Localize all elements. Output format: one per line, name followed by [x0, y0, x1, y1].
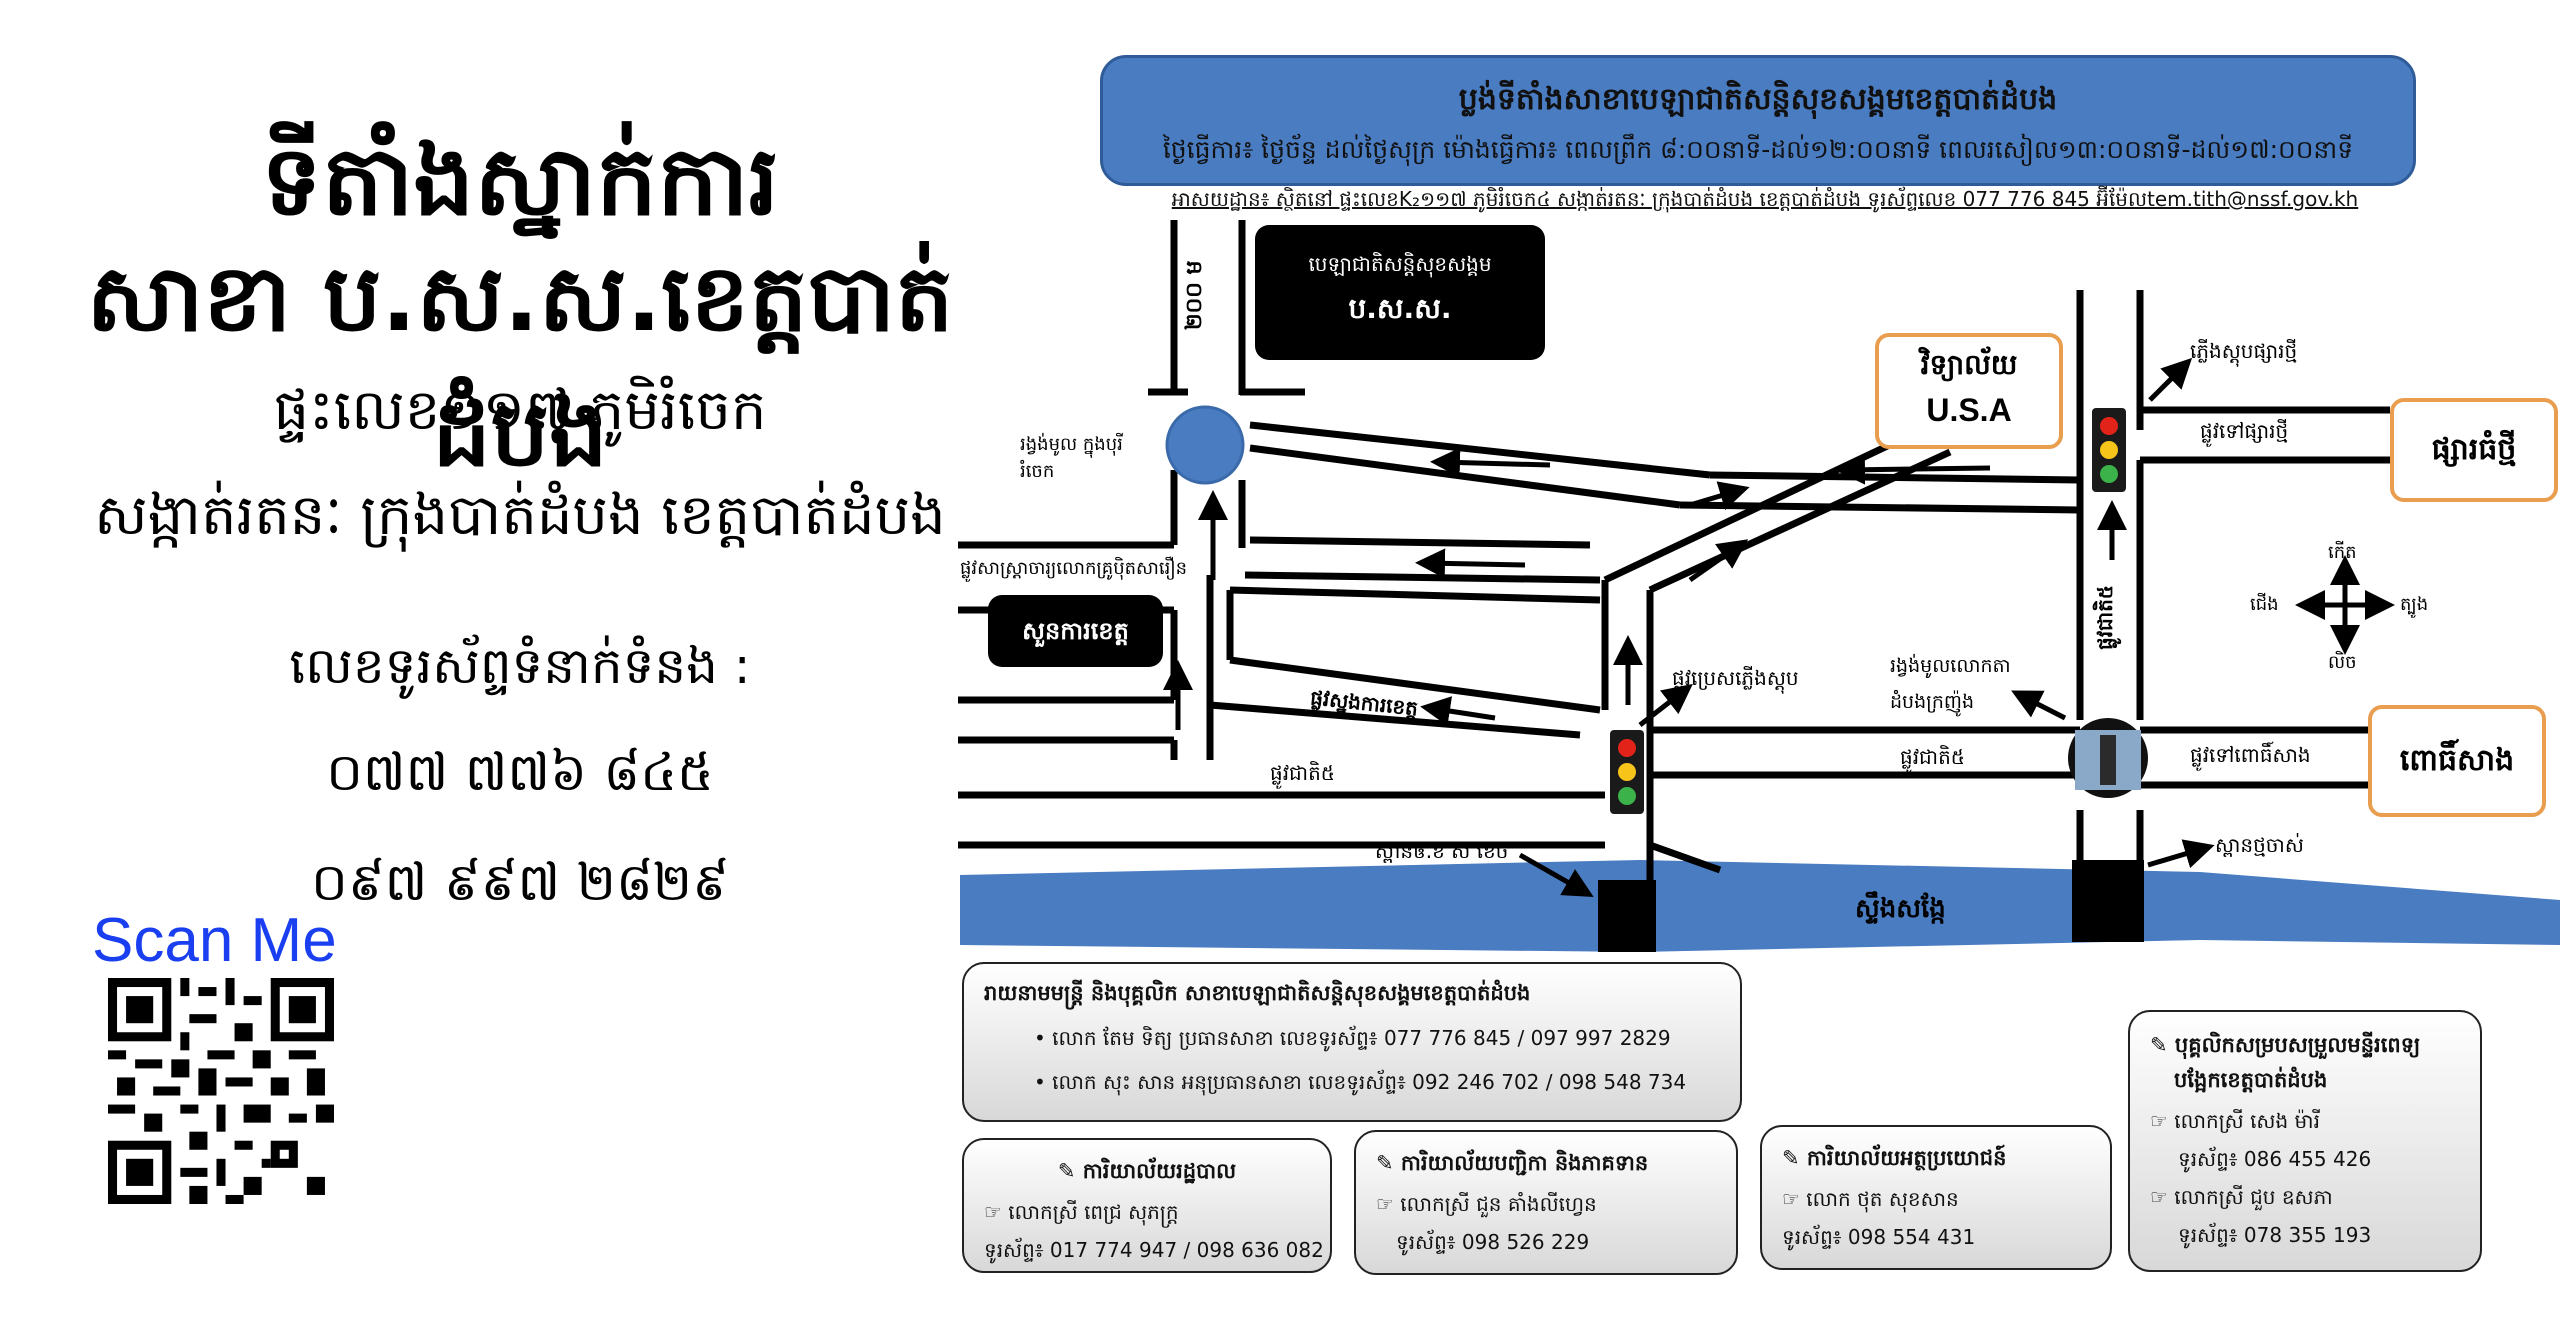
contact-person: ☞ លោកស្រី សេង ម៉ារី [2150, 1109, 2320, 1133]
road-label: ផ្លូវទៅផ្សារថ្មី [2200, 419, 2289, 443]
compass-north: កើត [2328, 542, 2357, 563]
address-line-2: សង្កាត់រតនៈ ក្រុងបាត់ដំបង ខេត្តបាត់ដំបង [94, 483, 946, 548]
school-label: វិទ្យាល័យ [1920, 348, 2018, 381]
roundabout-label: រង្វង់មូល ក្នុងបុរី រំចេក [1020, 434, 1123, 482]
map-header [1100, 55, 2416, 186]
qr-code-icon[interactable] [108, 978, 334, 1204]
page-title: ទីតាំងស្នាក់ការ [261, 125, 779, 237]
registration-office-title: ✎ ការិយាល័យបញ្ជិកា និងភាគទាន [1376, 1151, 1649, 1175]
province-hall-box: សួនការខេត្ត [988, 595, 1163, 667]
benefits-office-box: ✎ ការិយាល័យអត្ថប្រយោជន៍ ☞ លោក ថុត សុខសាន… [1760, 1125, 2112, 1270]
nssf-abbr: ប.ស.ស. [1348, 292, 1452, 325]
hospital-staff-subtitle: បង្អែកខេត្តបាត់ដំបង [2174, 1068, 2328, 1092]
compass-south: លិច [2328, 652, 2357, 673]
compass-east: ត្បូង [2400, 594, 2429, 615]
road-label: ផ្លូវទៅពោធិ៍សាង [2190, 743, 2311, 767]
road-label: ផ្លូវប្រេសភ្លើងស្តុប [1672, 666, 1799, 690]
compass-icon [2295, 555, 2395, 655]
scan-me-label: Scan Me [92, 906, 337, 975]
bridge-label: ស្ពានឲ.ខ ស ខេច [1375, 839, 1509, 863]
road-label: ផ្លូវជាតិ៥ [1270, 761, 1335, 785]
staff-list-box: រាយនាមមន្ត្រី និងបុគ្គលិក សាខាបេឡាជាតិសន… [962, 962, 1742, 1122]
bridge-right [2072, 860, 2144, 942]
hospital-staff-title: ✎ បុគ្គលិកសម្របសម្រួលមន្ទីរពេទ្យ [2150, 1033, 2421, 1057]
hospital-staff-box: ✎ បុគ្គលិកសម្របសម្រួលមន្ទីរពេទ្យ បង្អែកខ… [2128, 1010, 2482, 1272]
traffic-light-icon [2092, 408, 2126, 492]
roundabout [1165, 405, 1245, 485]
admin-office-title: ✎ ការិយាល័យរដ្ឋបាល [1057, 1159, 1237, 1183]
registration-office-box: ✎ ការិយាល័យបញ្ជិកា និងភាគទាន ☞ លោកស្រី ជ… [1354, 1130, 1738, 1275]
river-label: ស្ទឹងសង្កែ [1855, 894, 1946, 924]
page-subtitle: សាខា ប.ស.ស.ខេត្តបាត់ដំបង [86, 245, 954, 487]
contact-person: ☞ លោកស្រី ជួប ឧសភា [2150, 1185, 2333, 1209]
traffic-light-icon [1610, 730, 1644, 814]
contact-phone: ទូរស័ព្ទ៖ 098 526 229 [1396, 1230, 1590, 1254]
contact-person: ☞ លោកស្រី ជួន គាំងលីហ្វេន [1376, 1192, 1597, 1216]
bridge-label: ស្ពានថ្មចាស់ [2215, 833, 2304, 857]
contact-phone: ទូរស័ព្ទ៖ 086 455 426 [2178, 1147, 2372, 1171]
contact-person: ☞ លោកស្រី ពេជ្រ សុភក្រ្ត [984, 1200, 1179, 1224]
road-label: ផ្លូវជាតិ៥ [2093, 585, 2117, 650]
phone-label: លេខទូរស័ព្ទទំនាក់ទំនង : [289, 637, 751, 695]
map-header-title: ប្លង់ទីតាំងសាខាបេឡាជាតិសន្តិសុខសង្គមខេត្… [1458, 82, 2058, 117]
pagoda-box: ពោធិ៍សាង [2368, 705, 2546, 817]
working-hours: ថ្ងៃធ្វើការ៖ ថ្ងៃច័ន្ទ ដល់ថ្ងៃសុក្រ ម៉ោង… [1162, 135, 2354, 164]
road-label: ផ្លូវសាស្រ្តាចារ្យលោកគ្រូប៉ិតសារឿន [960, 558, 1188, 579]
school-box: វិទ្យាល័យ U.S.A [1875, 333, 2063, 449]
contact-phone: ទូរស័ព្ទ៖ 017 774 947 / 098 636 082 [984, 1238, 1324, 1262]
admin-office-box: ✎ ការិយាល័យរដ្ឋបាល ☞ លោកស្រី ពេជ្រ សុភក្… [962, 1138, 1332, 1273]
school-name: U.S.A [1926, 392, 2012, 428]
address-line-1: ផ្ទះលេខ១១៧ ភូមិរំចេក [273, 378, 767, 443]
phone-number-1: ០៧៧ ៧៧៦ ៨៤៥ [326, 743, 714, 803]
staff-line: • លោក តែម ទិត្យ ប្រធានសាខា លេខទូរស័ព្ទ៖ … [1034, 1026, 1671, 1050]
nssf-label: បេឡាជាតិសន្តិសុខសង្គម [1308, 252, 1492, 276]
traffic-light-label: ភ្លើងស្តុបផ្សារថ្មី [2190, 339, 2298, 363]
road-label: ផ្លូវជាតិ៥ [1900, 745, 1965, 769]
contact-phone: ទូរស័ព្ទ៖ 098 554 431 [1782, 1225, 1976, 1249]
staff-list-title: រាយនាមមន្ត្រី និងបុគ្គលិក សាខាបេឡាជាតិសន… [984, 981, 1531, 1005]
map-address: អាសយដ្ឋាន៖ ស្ថិតនៅ ផ្ទះលេខK₂១១៧ ភូមិរំចេ… [1171, 187, 2359, 211]
distance-label: ២០០ ម [1182, 260, 1207, 330]
contact-person: ☞ លោក ថុត សុខសាន [1782, 1187, 1959, 1211]
nssf-office-box: បេឡាជាតិសន្តិសុខសង្គម ប.ស.ស. [1255, 225, 1545, 360]
roundabout-label: រង្វង់មូលលោកតា ដំបងក្រញ៉ូង [1890, 655, 2011, 713]
market-box: ផ្សារធំថ្មី [2390, 398, 2558, 502]
staff-line: • លោក សុះ សាន អនុប្រធានសាខា លេខទូរស័ព្ទ៖… [1034, 1070, 1687, 1094]
river [960, 860, 2560, 952]
bridge-left [1598, 880, 1656, 952]
benefits-office-title: ✎ ការិយាល័យអត្ថប្រយោជន៍ [1782, 1146, 2007, 1170]
contact-phone: ទូរស័ព្ទ៖ 078 355 193 [2178, 1223, 2372, 1247]
compass-west: ជើង [2250, 594, 2279, 615]
phone-number-2: ០៩៧ ៩៩៧ ២៨២៩ [311, 853, 729, 913]
